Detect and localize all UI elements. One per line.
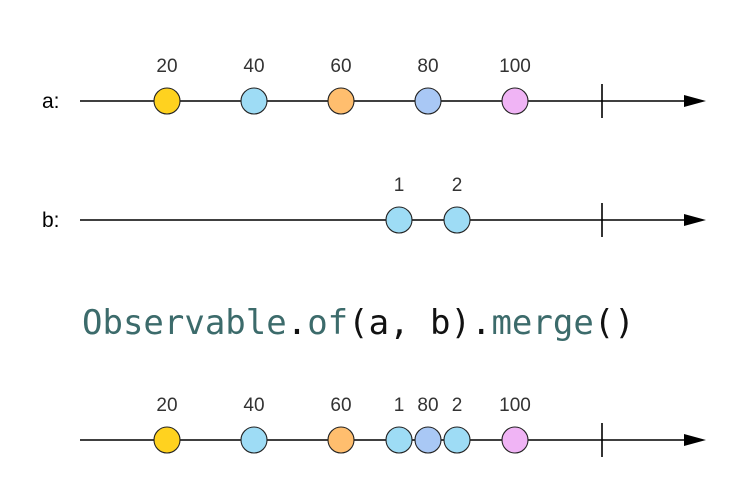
timeline-result: 20 40 60 1 80 2 100 xyxy=(80,395,706,457)
marble-b-0 xyxy=(385,206,413,234)
timeline-b: b: 1 2 xyxy=(42,175,706,237)
timeline-result-arrowhead xyxy=(684,434,706,446)
marble-value-result-1: 40 xyxy=(243,395,264,416)
marble-value-a-2: 60 xyxy=(330,56,351,77)
timeline-b-arrowhead xyxy=(684,214,706,226)
marble-a-0 xyxy=(153,87,181,115)
timeline-b-label: b: xyxy=(42,209,60,232)
marble-result-2 xyxy=(327,426,355,454)
marble-value-result-5: 2 xyxy=(452,395,463,416)
marble-result-3 xyxy=(385,426,413,454)
code-args: (a, b) xyxy=(348,303,471,343)
marble-result-0 xyxy=(153,426,181,454)
marble-value-result-2: 60 xyxy=(330,395,351,416)
marble-result-4 xyxy=(414,426,442,454)
code-method-merge: merge xyxy=(491,303,593,343)
marble-value-b-0: 1 xyxy=(394,175,405,196)
marble-result-6 xyxy=(501,426,529,454)
marble-value-result-4: 80 xyxy=(417,395,438,416)
marble-result-5 xyxy=(443,426,471,454)
marble-value-result-0: 20 xyxy=(156,395,177,416)
code-call-parens: () xyxy=(594,303,635,343)
marble-value-a-4: 100 xyxy=(499,56,531,77)
operator-code: Observable.of(a, b).merge() xyxy=(82,303,635,343)
marble-b-1 xyxy=(443,206,471,234)
code-dot-2: . xyxy=(471,303,491,343)
timeline-a-label: a: xyxy=(42,90,60,113)
marble-a-2 xyxy=(327,87,355,115)
code-type-name: Observable xyxy=(82,303,287,343)
timeline-a: a: 20 40 60 80 100 xyxy=(42,56,706,118)
marble-value-result-6: 100 xyxy=(499,395,531,416)
marble-a-1 xyxy=(240,87,268,115)
timeline-a-arrowhead xyxy=(684,95,706,107)
code-dot-1: . xyxy=(287,303,307,343)
marble-value-result-3: 1 xyxy=(394,395,405,416)
code-method-of: of xyxy=(307,303,348,343)
marble-value-a-3: 80 xyxy=(417,56,438,77)
marble-value-a-0: 20 xyxy=(156,56,177,77)
marble-a-3 xyxy=(414,87,442,115)
marble-value-b-1: 2 xyxy=(452,175,463,196)
marble-result-1 xyxy=(240,426,268,454)
marble-value-a-1: 40 xyxy=(243,56,264,77)
marble-a-4 xyxy=(501,87,529,115)
